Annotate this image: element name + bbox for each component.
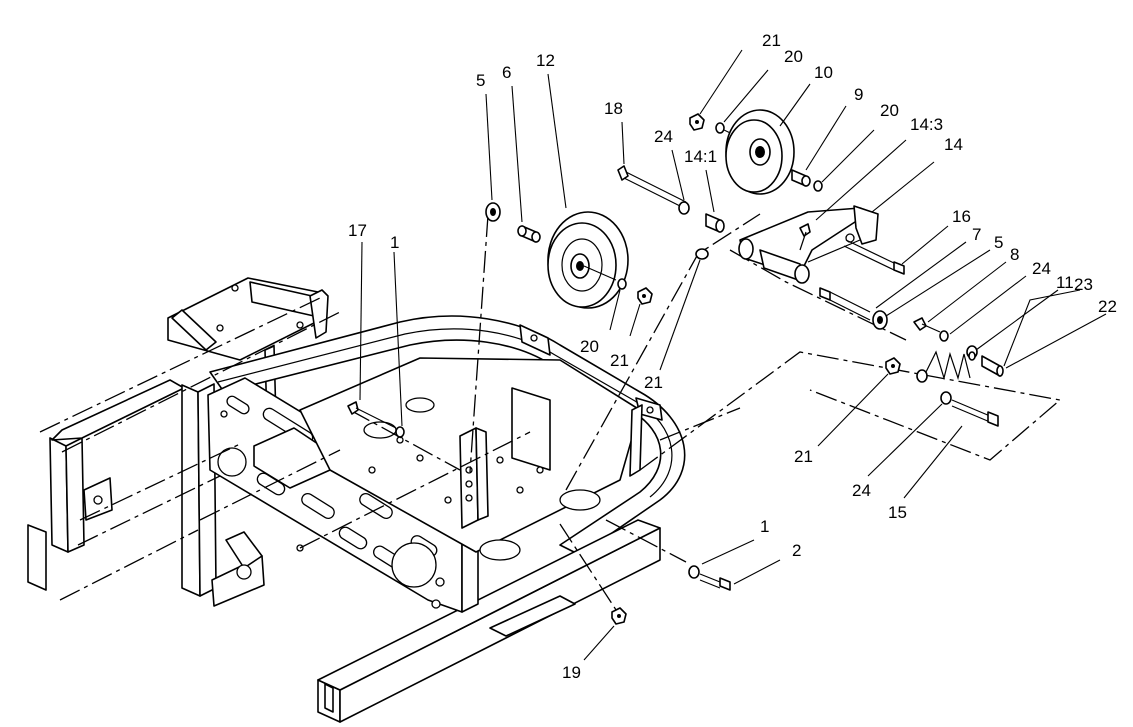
callout-17: 17: [348, 221, 367, 240]
callout-5: 5: [994, 233, 1003, 252]
tube-loop: [209, 315, 686, 556]
shaft-7: [819, 287, 871, 321]
tray-bracket: [459, 427, 489, 529]
bushing-14-1: [705, 213, 725, 233]
callout-1: 1: [390, 233, 399, 252]
callout-21: 21: [762, 31, 781, 50]
callout-21: 21: [610, 351, 629, 370]
callout-11: 11: [1056, 273, 1074, 292]
grease-fitting-14-3: [799, 223, 811, 251]
callout-2: 2: [792, 541, 801, 560]
bolt-17: [347, 401, 397, 429]
callout-14-3: 14:3: [910, 115, 943, 134]
pulley-10: [725, 109, 795, 195]
idler-arm-14: [738, 205, 879, 284]
left-idler-pulley-group: [485, 202, 653, 309]
lower-square-tube: [317, 519, 661, 723]
bushing-9: [791, 169, 811, 187]
assembly-lines: [39, 213, 1062, 617]
front-hardware: [347, 401, 731, 625]
bushing-6: [517, 225, 541, 243]
callout-labels: 21 20 10 9 20 14:3 14 18 24 14:1 5 6 12 …: [348, 31, 1117, 682]
callout-22: 22: [1098, 297, 1117, 316]
nut-19: [611, 607, 627, 625]
callout-21: 21: [794, 447, 813, 466]
callout-20: 20: [880, 101, 899, 120]
callout-23: 23: [1074, 275, 1093, 294]
washer-24-mid: [939, 330, 949, 342]
nut-21-lower: [885, 357, 901, 375]
bolt-16: [843, 239, 905, 275]
spacer-5-right: [872, 310, 888, 330]
callout-24: 24: [852, 481, 871, 500]
washer-23: [968, 351, 976, 361]
nut-21-arm: [695, 248, 709, 260]
callout-5: 5: [476, 71, 485, 90]
spacer-5-top: [485, 202, 501, 222]
washer-1-tray: [395, 426, 405, 438]
bolt-8: [913, 317, 941, 333]
callout-14: 14: [944, 135, 963, 154]
nut-21-top: [689, 113, 705, 131]
callout-16: 16: [952, 207, 971, 226]
callout-18: 18: [604, 99, 623, 118]
callout-14-1: 14:1: [684, 147, 717, 166]
callout-10: 10: [814, 63, 833, 82]
callout-20: 20: [784, 47, 803, 66]
callout-24: 24: [1032, 259, 1051, 278]
nut-21-left: [637, 287, 653, 305]
washer-20-top: [715, 122, 725, 134]
callout-1: 1: [760, 517, 769, 536]
callout-15: 15: [888, 503, 907, 522]
callout-21: 21: [644, 373, 663, 392]
bolt-18: [617, 165, 687, 209]
callout-8: 8: [1010, 245, 1019, 264]
callout-12: 12: [536, 51, 555, 70]
leader-lines: [359, 49, 1107, 661]
callout-9: 9: [854, 85, 863, 104]
washer-20-left: [617, 278, 627, 290]
callout-24: 24: [654, 127, 673, 146]
spacer-22: [981, 355, 1004, 377]
washer-20-right: [813, 180, 823, 192]
washer-1-front: [688, 565, 700, 579]
callout-19: 19: [562, 663, 581, 682]
spring-11: [916, 345, 978, 383]
callout-7: 7: [972, 225, 981, 244]
main-frame: [27, 277, 686, 723]
bolt-15: [951, 399, 999, 427]
washer-24-top: [678, 201, 690, 215]
idler-arm-assembly: [617, 165, 905, 330]
callout-20: 20: [580, 337, 599, 356]
pulley-12: [547, 211, 629, 309]
callout-6: 6: [502, 63, 511, 82]
right-pulley-group: [689, 109, 823, 195]
bolt-2: [699, 573, 731, 591]
washer-24-lower: [940, 391, 952, 405]
spring-hardware: [885, 317, 1004, 427]
